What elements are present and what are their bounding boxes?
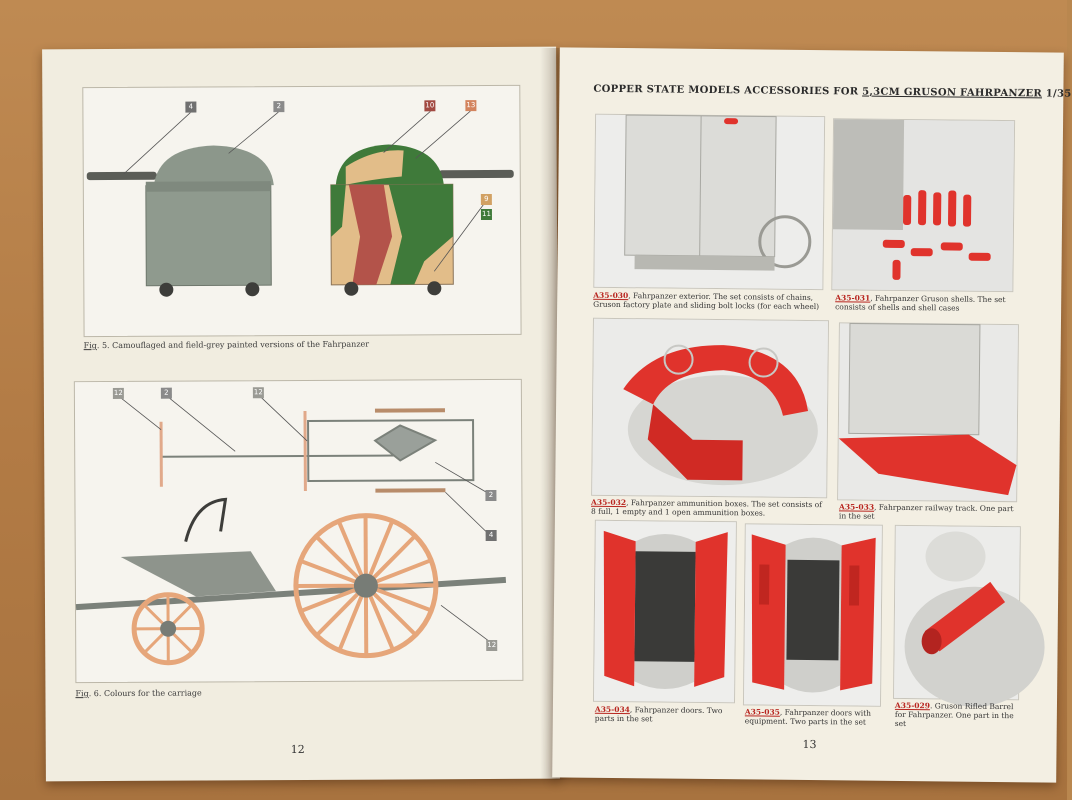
field-grey-fahrpanzer xyxy=(86,145,274,297)
photo-fahrpanzer-exterior xyxy=(593,113,826,291)
callout-badge: 4 xyxy=(185,101,197,113)
right-page: COPPER STATE MODELS ACCESSORIES FOR 5,3C… xyxy=(552,47,1072,783)
callout-badge: 2 xyxy=(485,489,497,502)
carriage-top-view xyxy=(159,408,475,493)
caption-a35-030: A35-030, Fahrpanzer exterior. The set co… xyxy=(593,290,820,312)
callout-badge: 2 xyxy=(273,101,285,113)
caption-a35-029: A35-029. Gruson Rifled Barrel for Fahrpa… xyxy=(894,700,1014,729)
callout-lines xyxy=(120,396,491,643)
left-page: 4 2 10 13 9 11 Fig. 5. Camouflaged and f… xyxy=(42,46,560,782)
callout-badge: 12 xyxy=(112,387,124,399)
fig6-caption: Fig. 6. Colours for the carriage xyxy=(75,688,202,699)
callout-badge: 4 xyxy=(485,529,497,542)
carriage-side-view xyxy=(75,497,507,666)
camouflaged-fahrpanzer xyxy=(330,144,514,296)
callout-badge: 2 xyxy=(160,387,172,399)
photo-gruson-shells xyxy=(831,118,1016,293)
fig6-illustration: 12 2 12 2 4 12 xyxy=(73,378,524,684)
caption-a35-035: A35-035, Fahrpanzer doors with equipment… xyxy=(744,707,872,727)
callout-badge: 12 xyxy=(252,387,264,399)
photo-rifled-barrel xyxy=(893,524,1045,707)
carriage-drawing xyxy=(75,396,507,666)
caption-a35-034: A35-034, Fahrpanzer doors. Two parts in … xyxy=(594,704,723,724)
callout-badge: 10 xyxy=(424,100,436,112)
page-header: COPPER STATE MODELS ACCESSORIES FOR 5,3C… xyxy=(593,83,1072,100)
fig5-illustration: 4 2 10 13 9 11 xyxy=(82,84,522,338)
photo-railway-track xyxy=(837,322,1019,503)
callout-badge: 13 xyxy=(465,100,477,112)
fig5-caption: Fig. 5. Camouflaged and field-grey paint… xyxy=(83,339,370,351)
callout-badge: 9 xyxy=(480,193,492,206)
fahrpanzer-views-drawing xyxy=(86,110,514,297)
photo-doors-with-equipment xyxy=(742,523,883,707)
callout-badge: 11 xyxy=(480,208,492,221)
caption-a35-031: A35-031, Fahrpanzer Gruson shells. The s… xyxy=(835,293,1006,313)
page-number: 12 xyxy=(290,742,305,757)
page-number: 13 xyxy=(802,737,817,752)
caption-a35-033: A35-033, Fahrpanzer railway track. One p… xyxy=(838,502,1014,521)
callout-badge: 12 xyxy=(486,639,498,652)
photo-ammunition-boxes xyxy=(591,317,829,499)
caption-a35-032: A35-032, Fahrpanzer ammunition boxes. Th… xyxy=(590,497,822,518)
photo-fahrpanzer-doors xyxy=(592,519,737,704)
callout-lines xyxy=(123,110,485,272)
